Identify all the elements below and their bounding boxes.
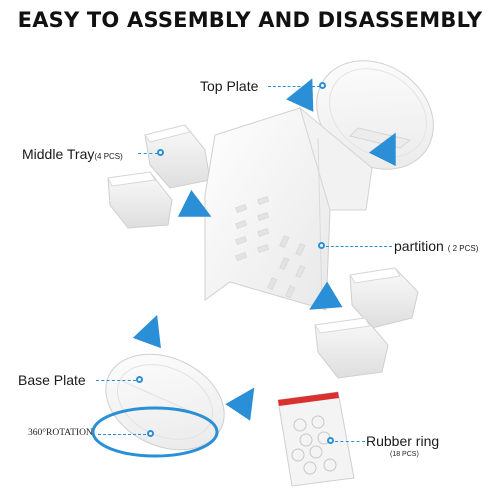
base-plate-part [105, 353, 225, 451]
dot-rotation [147, 430, 154, 437]
arrow-top-plate [286, 78, 314, 112]
partition-part [204, 106, 373, 311]
rubber-ring-qty: (18 PCS) [390, 451, 419, 458]
rubber-ring-bag [277, 391, 355, 487]
arrow-base-right [225, 387, 255, 421]
arrow-middle-tray-left [177, 189, 212, 217]
arrow-middle-tray-right [309, 281, 343, 310]
dot-top-plate [319, 82, 326, 89]
dot-base-plate [136, 376, 143, 383]
middle-tray-lower-left [107, 171, 173, 229]
middle-tray-upper-right [349, 267, 419, 329]
leader-rotation [98, 434, 146, 435]
top-plate-part [316, 60, 434, 170]
middle-tray-qty: (4 PCS) [94, 152, 123, 161]
label-top-plate: Top Plate [200, 78, 259, 94]
headline: EASY TO ASSEMBLY AND DISASSEMBLY [17, 8, 483, 32]
dot-middle-tray [157, 149, 164, 156]
middle-tray-label: Middle Tray [22, 146, 95, 162]
partition-qty: ( 2 PCS) [447, 244, 479, 253]
label-rubber-ring: Rubber ring [366, 433, 440, 449]
arrow-top-plate-right [368, 132, 396, 167]
leader-rubber-ring [335, 441, 365, 442]
middle-tray-lower-right [314, 317, 389, 379]
dot-rubber-ring [327, 437, 334, 444]
dot-partition [318, 242, 325, 249]
label-rotation: 360°ROTATION [28, 428, 93, 438]
label-partition: partition ( 2 PCS) [394, 238, 478, 254]
leader-partition [326, 246, 392, 247]
label-base-plate: Base Plate [18, 372, 86, 388]
rotation-ring [91, 406, 219, 458]
partition-label: partition [394, 238, 444, 254]
arrow-base-left [132, 314, 161, 349]
label-middle-tray: Middle Tray(4 PCS) [22, 146, 123, 162]
leader-top-plate [268, 86, 320, 87]
middle-tray-upper-left [144, 124, 211, 189]
leader-middle-tray [138, 153, 158, 154]
leader-base-plate [96, 380, 136, 381]
